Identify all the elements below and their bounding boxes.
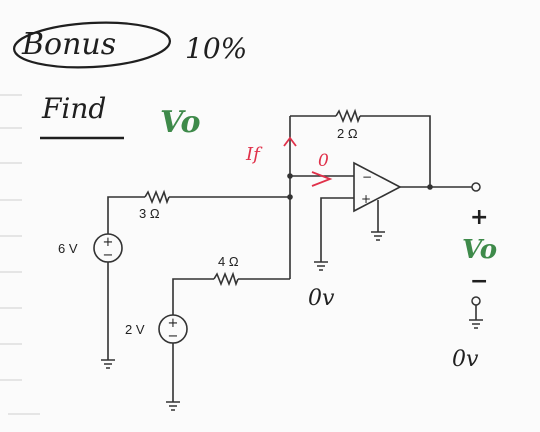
label-2v: 2 V — [125, 322, 145, 337]
arrow-up-icon — [283, 136, 297, 147]
ground-symbols — [101, 231, 483, 411]
resistor-2-ohm — [335, 108, 361, 124]
bonus-text: Bonus — [21, 27, 116, 62]
source-6v-minus: − — [103, 248, 114, 263]
source-6v-plus: + — [103, 235, 114, 250]
voltage-source-2v: + − — [158, 314, 188, 344]
voltage-source-6v: + − — [93, 233, 123, 263]
red-annotations: If 0 — [245, 136, 333, 187]
label-4-ohm: 4 Ω — [218, 254, 239, 269]
bonus-percent: 10% — [185, 32, 247, 65]
label-6v: 6 V — [58, 241, 78, 256]
zero-volt-note-opamp: 0v — [308, 286, 335, 311]
junction-dot — [287, 194, 293, 200]
output-vo-label: Vo — [462, 235, 497, 265]
ground-icon — [469, 319, 483, 329]
resistor-3-ohm — [144, 189, 170, 205]
source-2v-minus: − — [168, 329, 179, 344]
opamp-plus-sign: + — [361, 192, 371, 206]
notebook-margin-lines — [0, 94, 40, 415]
output-terminal-top — [471, 182, 481, 192]
zero-volt-note-output: 0v — [452, 347, 479, 372]
ground-icon — [371, 231, 385, 241]
if-label: If — [245, 144, 263, 165]
label-3-ohm: 3 Ω — [139, 206, 160, 221]
output-terminal-bottom — [471, 296, 481, 306]
zero-current-label: 0 — [318, 151, 329, 171]
output-minus-sign: − — [470, 269, 488, 294]
arrow-right-icon — [311, 171, 333, 187]
ground-icon — [101, 359, 115, 369]
find-vo-text: Vo — [160, 105, 201, 140]
op-amp: − + — [353, 161, 402, 213]
output-plus-sign: + — [470, 205, 488, 230]
ground-icon — [314, 261, 328, 271]
junction-dot — [287, 173, 293, 179]
resistor-4-ohm — [213, 271, 239, 287]
label-2-ohm: 2 Ω — [337, 126, 358, 141]
source-2v-plus: + — [168, 316, 179, 331]
opamp-minus-sign: − — [362, 170, 372, 184]
circuit-wires — [107, 115, 477, 402]
find-text: Find — [41, 92, 106, 125]
ground-icon — [166, 401, 180, 411]
bonus-circle — [12, 21, 172, 69]
junction-dot — [427, 184, 433, 190]
